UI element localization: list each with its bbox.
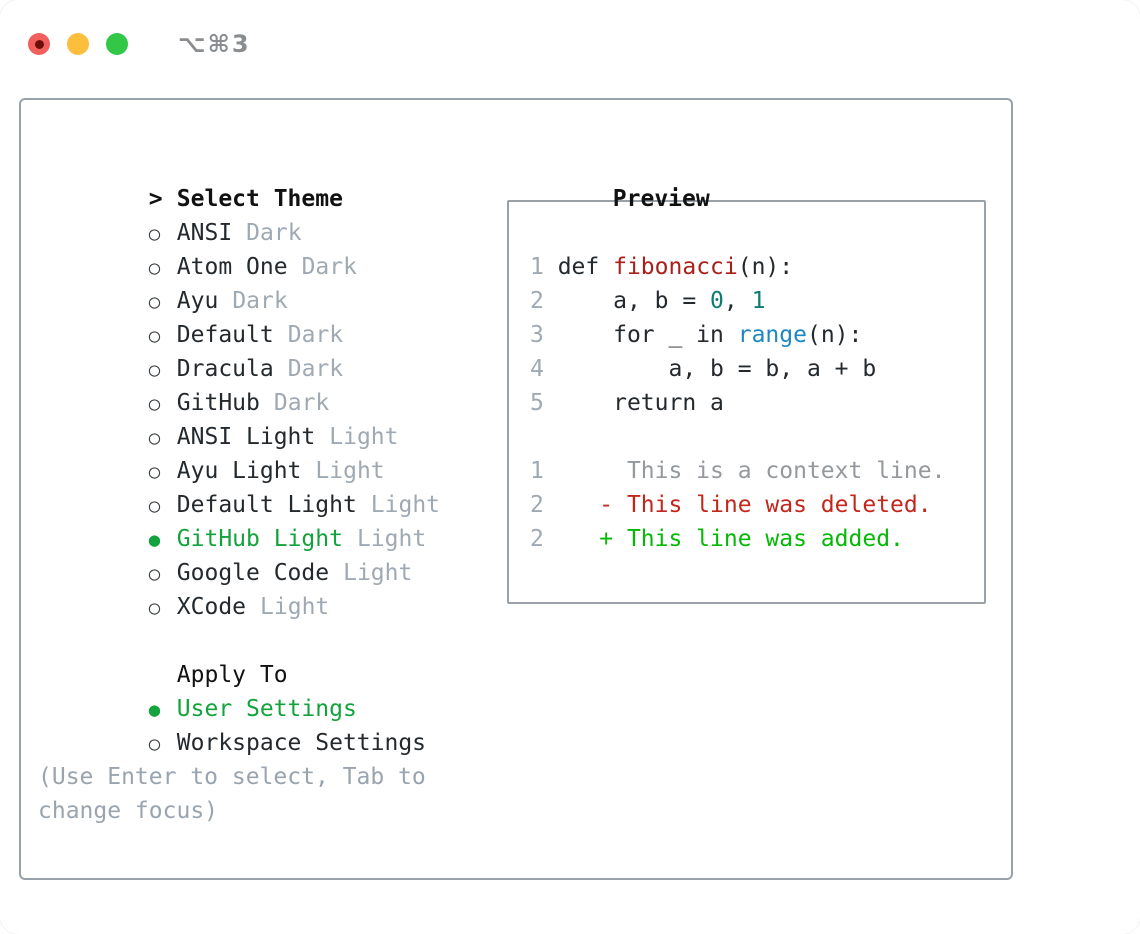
apply-option-label: Workspace Settings: [176, 730, 427, 756]
theme-name: ANSI Light: [176, 424, 316, 450]
radio-icon: ○: [148, 733, 161, 755]
radio-icon: ○: [148, 461, 161, 483]
theme-variant: Dark: [287, 322, 344, 348]
preview-header: Preview: [502, 148, 1011, 212]
theme-variant: Dark: [246, 220, 302, 246]
theme-option-ansi-dark[interactable]: ○ ANSI Dark: [38, 182, 502, 246]
diff-deleted-line: 2 - This line was deleted.: [530, 492, 932, 518]
cursor-arrow-icon: >: [148, 186, 163, 212]
theme-name: Atom One: [176, 254, 288, 280]
code-line-2: 2 a, b = 0, 1: [530, 288, 766, 314]
radio-icon: ○: [148, 291, 161, 313]
theme-option-google-code-light[interactable]: ○ Google Code Light: [38, 522, 502, 586]
theme-name: Dracula: [176, 356, 274, 382]
radio-icon: ○: [148, 495, 161, 517]
theme-variant: Light: [329, 424, 399, 450]
theme-variant: Light: [370, 492, 441, 518]
function-name-token: fibonacci: [613, 254, 738, 280]
theme-variant: Light: [315, 458, 385, 484]
line-number: 4: [530, 356, 544, 382]
line-number: 5: [530, 390, 544, 416]
radio-icon: ○: [148, 597, 161, 619]
theme-name: XCode: [176, 594, 247, 620]
radio-icon: ○: [148, 223, 161, 245]
select-theme-label: Select Theme: [176, 186, 343, 212]
diff-added-line: 2 + This line was added.: [530, 526, 904, 552]
radio-icon: ○: [148, 325, 161, 347]
theme-variant: Light: [356, 526, 427, 552]
zoom-button[interactable]: [106, 33, 128, 55]
blank-line: [530, 420, 984, 454]
theme-option-ayu-light[interactable]: ○ Ayu Light Light: [38, 420, 502, 484]
radio-icon: ○: [148, 257, 161, 279]
apply-option-user-settings[interactable]: ● User Settings: [38, 658, 502, 722]
theme-variant: Light: [260, 594, 330, 620]
radio-selected-icon: ●: [148, 699, 161, 721]
diff-context-line: 1 This is a context line.: [530, 458, 946, 484]
code-line-1: 1 def fibonacci(n):: [530, 254, 794, 280]
apply-to-header: Apply To: [38, 624, 502, 688]
line-number: 1: [530, 254, 544, 280]
theme-option-ayu-dark[interactable]: ○ Ayu Dark: [38, 250, 502, 314]
theme-variant: Dark: [273, 390, 330, 416]
preview-box: 1 def fibonacci(n): 2 a, b = 0, 1 3 for …: [507, 200, 986, 604]
theme-name: ANSI: [176, 220, 233, 246]
theme-name: GitHub: [176, 390, 260, 416]
preview-column: Preview 1 def fibonacci(n): 2 a, b = 0, …: [502, 148, 1011, 878]
theme-option-github-dark[interactable]: ○ GitHub Dark: [38, 352, 502, 416]
theme-variant: Light: [343, 560, 413, 586]
radio-icon: ○: [148, 427, 161, 449]
theme-option-github-light-selected[interactable]: ● GitHub Light Light: [38, 488, 502, 552]
code-line-3: 3 for _ in range(n):: [530, 322, 863, 348]
theme-option-xcode-light[interactable]: ○ XCode Light: [38, 556, 502, 620]
line-number: 2: [530, 526, 544, 552]
minimize-button[interactable]: [67, 33, 89, 55]
theme-option-dracula-dark[interactable]: ○ Dracula Dark: [38, 318, 502, 382]
close-dot-icon: [34, 39, 44, 49]
theme-variant: Dark: [287, 356, 344, 382]
titlebar: ⌥⌘3: [0, 0, 1140, 62]
code-line-4: 4 a, b = b, a + b: [530, 356, 877, 382]
radio-icon: ○: [148, 359, 161, 381]
theme-name: Ayu: [176, 288, 219, 314]
number-literal-token: 1: [751, 288, 766, 314]
theme-name: Default Light: [176, 492, 357, 518]
theme-option-default-light[interactable]: ○ Default Light Light: [38, 454, 502, 518]
hint-text-line1: (Use Enter to select, Tab to: [38, 764, 426, 790]
theme-variant: Dark: [301, 254, 357, 280]
code-line-5: 5 return a: [530, 390, 724, 416]
theme-option-ansi-light[interactable]: ○ ANSI Light Light: [38, 386, 502, 450]
theme-name: Google Code: [176, 560, 330, 586]
theme-name: GitHub Light: [176, 526, 343, 552]
radio-icon: ○: [148, 393, 161, 415]
theme-name: Default: [176, 322, 274, 348]
theme-option-atom-one-dark[interactable]: ○ Atom One Dark: [38, 216, 502, 280]
select-theme-header: > Select Theme: [38, 148, 502, 212]
preview-label: Preview: [612, 186, 710, 212]
theme-name: Ayu Light: [176, 458, 302, 484]
apply-to-label: Apply To: [176, 662, 288, 688]
apply-option-label: User Settings: [176, 696, 357, 722]
radio-icon: ○: [148, 563, 161, 585]
hint-text-line2: change focus): [38, 798, 219, 824]
line-number: 2: [530, 288, 544, 314]
close-button[interactable]: [28, 33, 50, 55]
number-literal-token: 0: [710, 288, 724, 314]
line-number: 1: [530, 458, 544, 484]
theme-variant: Dark: [232, 288, 288, 314]
builtin-token: range: [737, 322, 807, 348]
radio-selected-icon: ●: [148, 529, 161, 551]
theme-option-default-dark[interactable]: ○ Default Dark: [38, 284, 502, 348]
line-number: 3: [530, 322, 544, 348]
apply-option-workspace-settings[interactable]: ○ Workspace Settings: [38, 692, 502, 756]
window-title: ⌥⌘3: [178, 30, 251, 58]
line-number: 2: [530, 492, 544, 518]
